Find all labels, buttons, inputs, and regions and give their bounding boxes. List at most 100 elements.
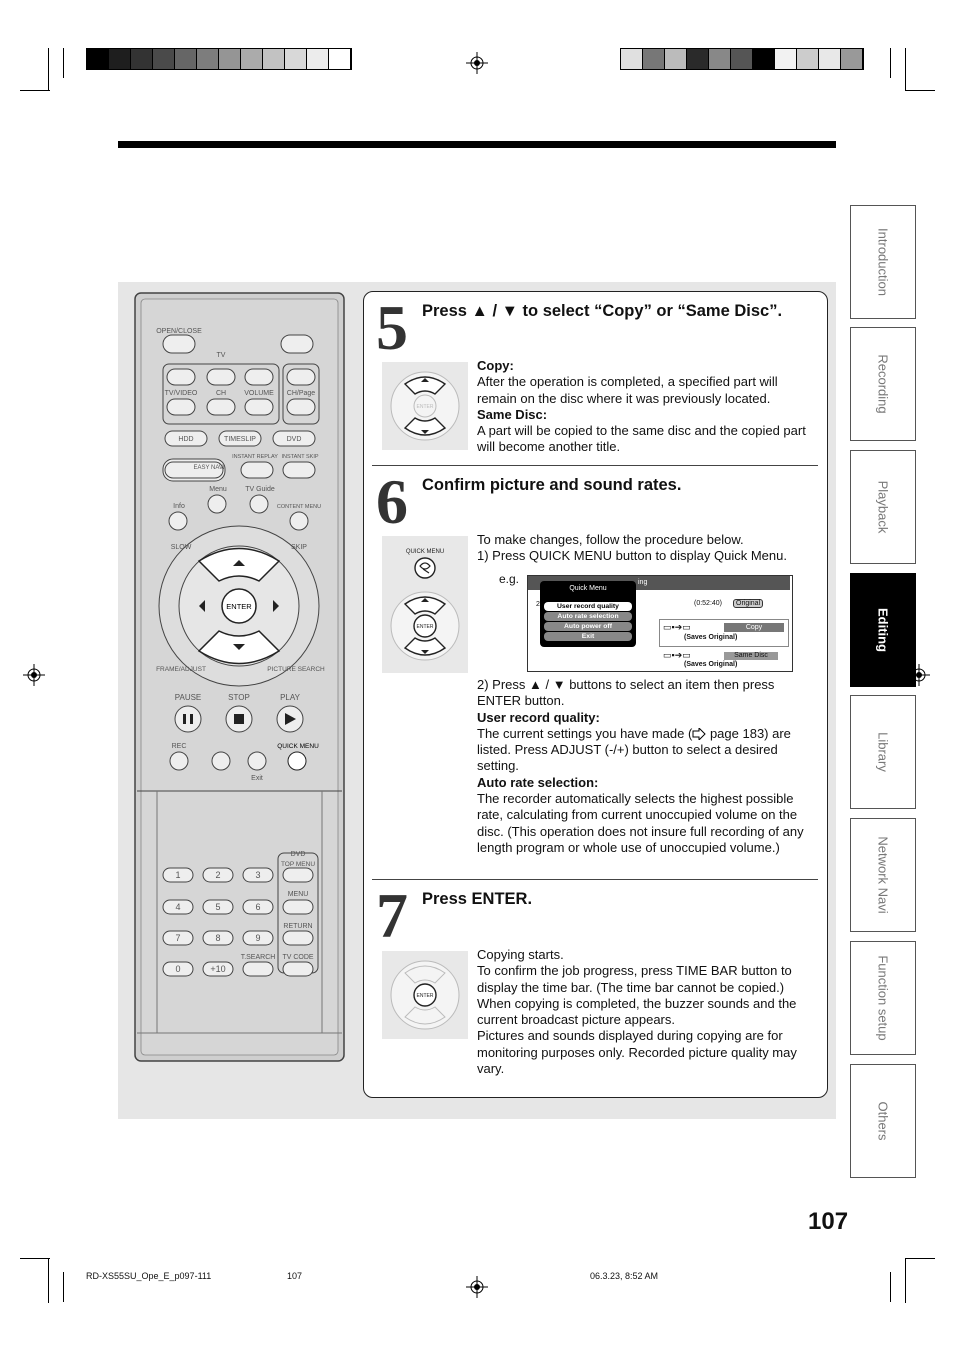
remote-label: Menu bbox=[209, 486, 227, 493]
remote-label: SLOW bbox=[171, 544, 192, 551]
remote-label: DVD bbox=[291, 851, 306, 858]
remote-label: TIMESLIP bbox=[224, 436, 256, 443]
remote-label: PICTURE SEARCH bbox=[267, 666, 325, 673]
crop-mark bbox=[48, 1258, 49, 1303]
copy-flow-icon: ▭▪➔▭ bbox=[663, 622, 691, 632]
remote-label: INSTANT REPLAY bbox=[232, 454, 278, 460]
step-number: 5 bbox=[376, 292, 408, 363]
remote-label: T.SEARCH bbox=[241, 954, 276, 961]
tab-introduction[interactable]: Introduction bbox=[850, 205, 916, 319]
remote-label: INSTANT SKIP bbox=[281, 454, 318, 460]
step6-item1: 1) Press QUICK MENU button to display Qu… bbox=[477, 548, 787, 564]
tab-library[interactable]: Library bbox=[850, 695, 916, 809]
remote-control-illustration: OPEN/CLOSE TV TV/VIDEO CH VOLUME CH/Page… bbox=[134, 292, 345, 1062]
remote-label: STOP bbox=[228, 693, 250, 702]
step-heading: Press ▲ / ▼ to select “Copy” or “Same Di… bbox=[422, 302, 783, 320]
remote-label: PLAY bbox=[280, 693, 301, 702]
step-number: 6 bbox=[376, 466, 408, 537]
crop-mark bbox=[905, 48, 906, 91]
direction-pad-illustration: ENTER bbox=[382, 362, 468, 450]
remote-label: VOLUME bbox=[244, 390, 274, 397]
tab-playback[interactable]: Playback bbox=[850, 450, 916, 564]
crop-mark bbox=[905, 90, 935, 91]
remote-label: CH bbox=[216, 390, 226, 397]
color-bar-right bbox=[620, 48, 864, 70]
tab-editing[interactable]: Editing bbox=[850, 573, 916, 687]
crop-mark bbox=[20, 90, 50, 91]
step7-line: To confirm the job progress, press TIME … bbox=[477, 963, 792, 995]
remote-key-label: 2 bbox=[215, 870, 220, 880]
remote-label: CH/Page bbox=[287, 390, 316, 397]
page-number: 107 bbox=[808, 1208, 849, 1235]
screen-saves-original: (Saves Original) bbox=[684, 634, 738, 641]
remote-key-label: 4 bbox=[175, 902, 180, 912]
remote-label: EASY NAVI bbox=[193, 465, 224, 471]
screen-same-disc-option: Same Disc bbox=[724, 652, 778, 660]
auto-rate-selection-text: The recorder automatically selects the h… bbox=[477, 791, 804, 855]
footer-file: RD-XS55SU_Ope_E_p097-111 bbox=[86, 1271, 212, 1281]
pad-label: QUICK MENU bbox=[406, 549, 444, 555]
crop-mark bbox=[890, 48, 891, 78]
screen-row-number: 2 bbox=[536, 601, 540, 608]
step5-text: Copy: After the operation is completed, … bbox=[477, 358, 812, 456]
color-bar-left bbox=[86, 48, 352, 70]
pad-label: ENTER bbox=[417, 404, 434, 410]
remote-label: MENU bbox=[288, 891, 309, 898]
step6-details: 2) Press ▲ / ▼ buttons to select an item… bbox=[477, 677, 817, 856]
screen-time: (0:52:40) bbox=[694, 600, 723, 607]
step7-line: Pictures and sounds displayed during cop… bbox=[477, 1028, 797, 1077]
remote-label: RETURN bbox=[283, 923, 312, 930]
tab-recording[interactable]: Recording bbox=[850, 327, 916, 441]
page-reference-icon bbox=[692, 726, 707, 742]
remote-key-label: 8 bbox=[215, 933, 220, 943]
remote-label: OPEN/CLOSE bbox=[156, 328, 202, 335]
screen-copy-option: Copy bbox=[724, 623, 784, 632]
remote-label: TV Guide bbox=[245, 486, 275, 493]
enter-pad-illustration: ENTER bbox=[382, 951, 468, 1039]
remote-key-label: 1 bbox=[175, 870, 180, 880]
remote-label: FRAME/ADJUST bbox=[156, 666, 206, 673]
screen-header-text: ing bbox=[638, 579, 648, 586]
tab-network-navi[interactable]: Network Navi bbox=[850, 818, 916, 932]
auto-rate-selection-label: Auto rate selection: bbox=[477, 774, 599, 790]
registration-mark-icon bbox=[23, 664, 45, 686]
remote-label: CONTENT MENU bbox=[277, 504, 321, 510]
remote-key-label: 6 bbox=[255, 902, 260, 912]
crop-mark bbox=[905, 1258, 906, 1303]
same-disc-flow-icon: ▭▪➔▭ bbox=[663, 650, 691, 660]
header-rule bbox=[118, 141, 836, 148]
tab-function-setup[interactable]: Function setup bbox=[850, 941, 916, 1055]
remote-label: QUICK MENU bbox=[277, 743, 319, 750]
remote-label: REC bbox=[172, 743, 187, 750]
remote-label: Exit bbox=[251, 775, 263, 782]
crop-mark bbox=[890, 1272, 891, 1302]
tab-others[interactable]: Others bbox=[850, 1064, 916, 1178]
footer-page: 107 bbox=[287, 1271, 303, 1281]
step6-item2: 2) Press ▲ / ▼ buttons to select an item… bbox=[477, 677, 775, 709]
crop-mark bbox=[63, 1272, 64, 1302]
screen-saves-original: (Saves Original) bbox=[684, 661, 738, 668]
pad-label: ENTER bbox=[417, 993, 434, 999]
step-heading: Press ENTER. bbox=[422, 890, 533, 908]
footer-date: 06.3.23, 8:52 AM bbox=[590, 1271, 659, 1281]
quick-menu-title: Quick Menu bbox=[569, 585, 607, 592]
step6-intro: To make changes, follow the procedure be… bbox=[477, 532, 817, 565]
remote-label: DVD bbox=[287, 436, 302, 443]
same-disc-description: A part will be copied to the same disc a… bbox=[477, 423, 806, 455]
user-record-quality-label: User record quality: bbox=[477, 709, 600, 725]
same-disc-label: Same Disc: bbox=[477, 406, 548, 422]
crop-mark bbox=[20, 1258, 50, 1259]
step7-text: Copying starts. To confirm the job progr… bbox=[477, 947, 817, 1077]
remote-label: TV CODE bbox=[282, 954, 313, 961]
crop-mark bbox=[905, 1258, 935, 1259]
step6-intro-text: To make changes, follow the procedure be… bbox=[477, 532, 744, 547]
quick-menu-item: User record quality bbox=[544, 602, 632, 611]
user-record-quality-text: page 183) are listed. Press ADJUST (-/+)… bbox=[477, 725, 791, 774]
step7-line: Copying starts. bbox=[477, 947, 564, 962]
step-number: 7 bbox=[376, 880, 408, 951]
quick-menu-screenshot: ing 2 (0:52:40) Original ▭▪➔▭ Copy (Save… bbox=[527, 575, 793, 672]
remote-label: ENTER bbox=[226, 602, 252, 611]
step7-line: When copying is completed, the buzzer so… bbox=[477, 995, 797, 1028]
quick-menu-item: Auto power off bbox=[544, 622, 632, 631]
remote-key-label: 3 bbox=[255, 870, 260, 880]
